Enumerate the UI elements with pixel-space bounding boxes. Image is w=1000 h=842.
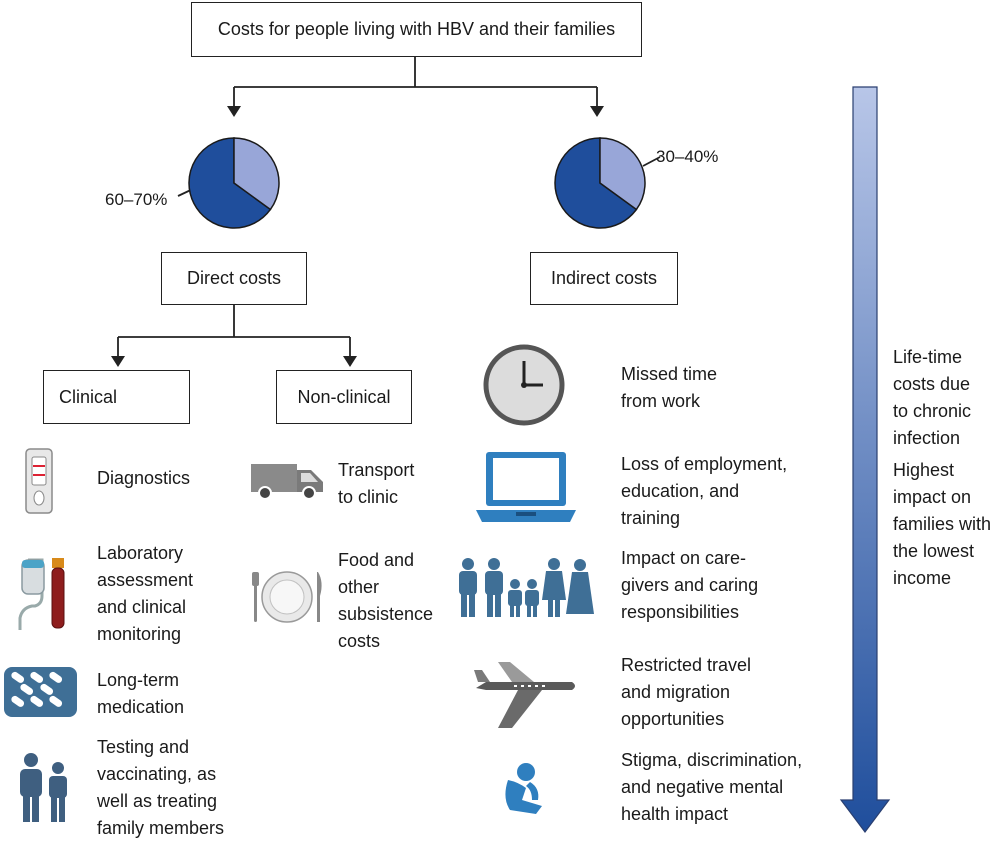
indirect-item-text: Missed time from work xyxy=(621,364,718,411)
arrow-text-impact: Highest impact on families with the lowe… xyxy=(893,460,992,588)
family-group-icon xyxy=(459,558,594,617)
nonclinical-item-text: Food and other subsistence costs xyxy=(338,550,434,651)
clinical-box: Clinical xyxy=(43,370,190,424)
indirect-item-text: Restricted travel and migration opportun… xyxy=(621,655,752,729)
distressed-person-icon xyxy=(505,763,542,814)
clinical-item-text: Long-term medication xyxy=(97,670,185,717)
gradient-arrow xyxy=(839,86,891,833)
indirect-pct-label: 30–40% xyxy=(656,147,719,166)
van-icon xyxy=(251,464,323,500)
indirect-item-text: Stigma, discrimination, and negative men… xyxy=(621,750,803,824)
title-box: Costs for people living with HBV and the… xyxy=(191,2,642,57)
indirect-item-text: Impact on care- givers and caring respon… xyxy=(621,548,759,622)
indirect-costs-box: Indirect costs xyxy=(530,252,678,305)
pie-slice-direct xyxy=(188,137,272,229)
direct-pct-label: 60–70% xyxy=(105,190,168,209)
arrow-text-lifetime: Life-time costs due to chronic infection xyxy=(893,347,972,448)
nonclinical-box: Non-clinical xyxy=(276,370,412,424)
direct-costs-box: Direct costs xyxy=(161,252,307,305)
pie-slice-indirect xyxy=(233,137,280,211)
clock-icon xyxy=(483,344,565,426)
nonclinical-item-text: Transport to clinic xyxy=(338,460,415,507)
direct-costs-pie xyxy=(188,137,280,229)
plate-cutlery-icon xyxy=(252,571,322,623)
laptop-icon xyxy=(476,452,576,522)
pie-slice-indirect xyxy=(599,137,646,211)
clinical-item-text: Laboratory assessment and clinical monit… xyxy=(97,543,194,644)
clinical-item-text: Diagnostics xyxy=(97,468,191,488)
clinical-item-text: Testing and vaccinating, as well as trea… xyxy=(97,737,225,838)
pill-pack-icon xyxy=(4,667,77,717)
indirect-costs-pie xyxy=(554,137,646,229)
ultrasound-blood-tube-icon xyxy=(18,558,65,630)
airplane-icon xyxy=(474,662,575,728)
pie-slice-direct xyxy=(554,137,638,229)
family-members-icon xyxy=(20,753,67,822)
test-strip-icon xyxy=(25,448,53,514)
indirect-item-text: Loss of employment, education, and train… xyxy=(621,454,788,528)
